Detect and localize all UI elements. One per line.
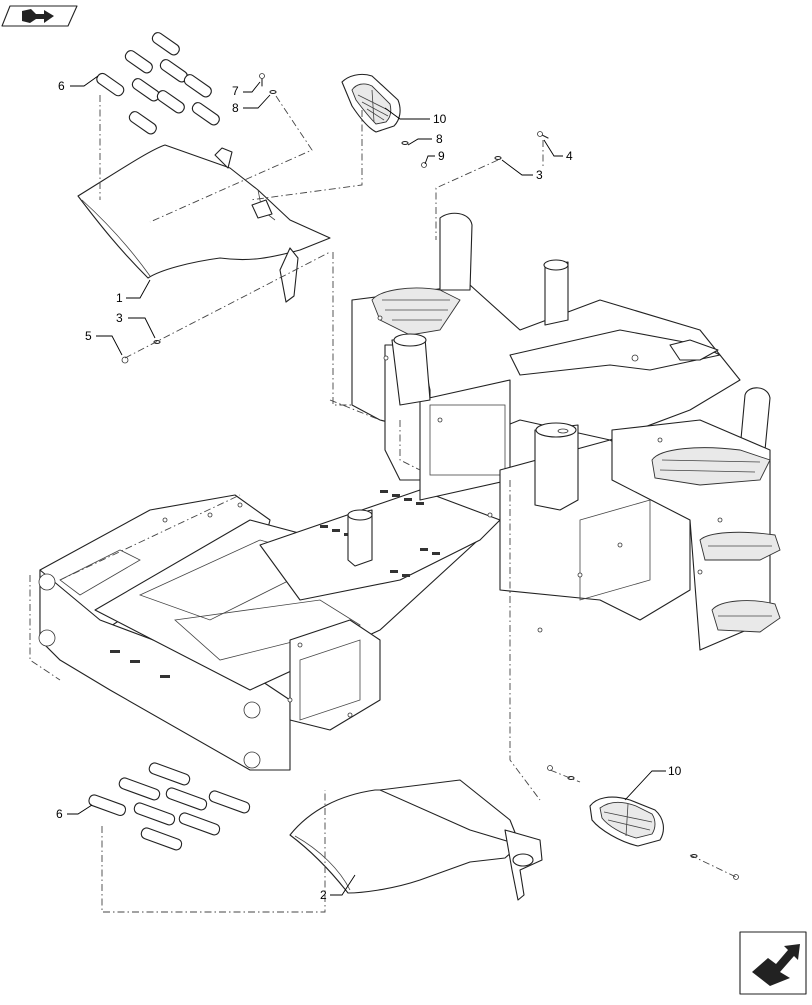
assembly-lines-frame — [29, 399, 541, 801]
callout-6-bottom: 6 — [56, 807, 63, 821]
anti-slip-strips-bottom — [88, 762, 251, 851]
book-arrow-icon[interactable] — [1, 5, 78, 27]
callout-2: 2 — [320, 888, 327, 902]
step-pad-bottom — [589, 796, 664, 847]
callout-10-top: 10 — [433, 112, 447, 126]
loader-main-frame — [38, 212, 781, 771]
callout-8-top: 8 — [232, 101, 239, 115]
fender-cover-right — [289, 779, 543, 901]
leader-lines — [67, 75, 666, 896]
callout-4: 4 — [566, 149, 573, 163]
next-page-arrow-icon[interactable] — [739, 931, 807, 995]
assembly-lines-bottom — [101, 769, 737, 913]
callout-labels: 6 7 8 10 8 9 4 3 1 3 5 10 6 2 — [56, 79, 682, 902]
callout-1: 1 — [116, 291, 123, 305]
callout-9: 9 — [438, 149, 445, 163]
callout-10-bottom: 10 — [668, 764, 682, 778]
callout-8-mid: 8 — [436, 132, 443, 146]
callout-6-top: 6 — [58, 79, 65, 93]
callout-3-top: 3 — [536, 168, 543, 182]
hardware-items — [121, 73, 739, 880]
fender-cover-left — [77, 144, 331, 303]
callout-5: 5 — [85, 329, 92, 343]
callout-7: 7 — [232, 84, 239, 98]
step-pad-top — [341, 73, 401, 133]
anti-slip-strips-top — [96, 32, 220, 135]
callout-3-left: 3 — [116, 311, 123, 325]
assembly-lines-top — [99, 95, 544, 406]
